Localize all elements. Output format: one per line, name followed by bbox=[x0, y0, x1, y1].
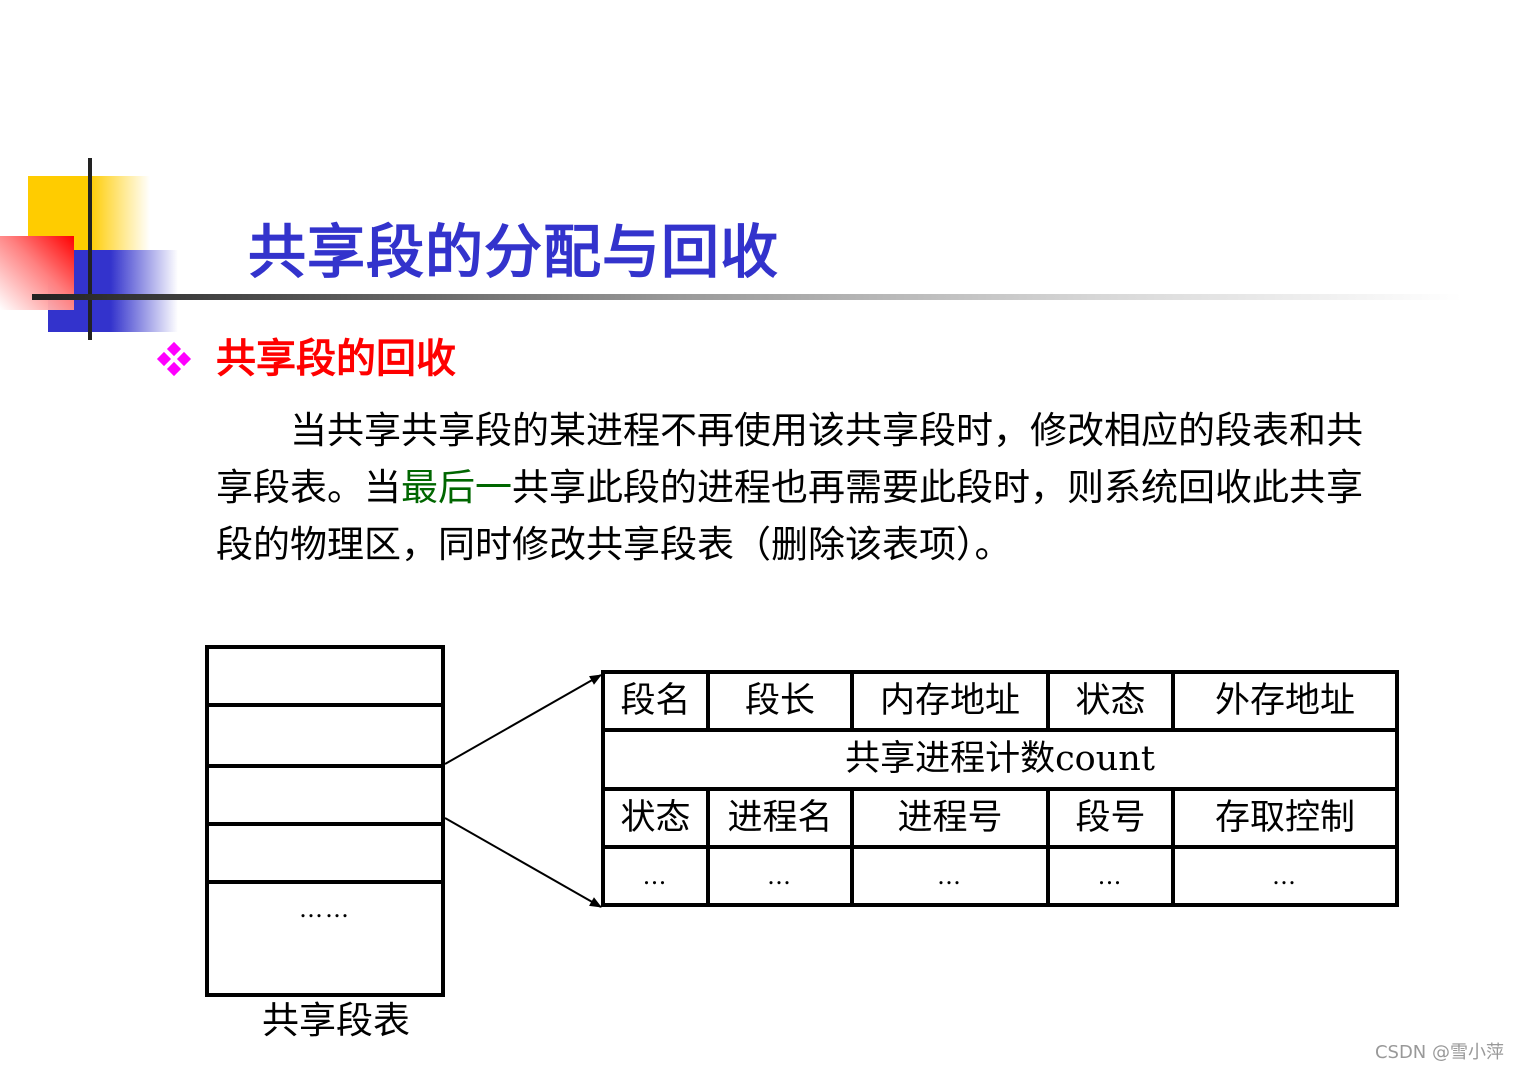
arrow-to-entry-top bbox=[444, 674, 602, 765]
entry-cell-segment-name: 段名 bbox=[601, 669, 710, 733]
entry-cell-segment-length: 段长 bbox=[706, 669, 854, 733]
entry-cell-external-address: 外存地址 bbox=[1171, 669, 1399, 733]
four-diamond-bullet-icon bbox=[156, 341, 192, 377]
entry-cell-ellipsis: … bbox=[1046, 844, 1175, 908]
entry-cell-process-id: 进程号 bbox=[850, 786, 1050, 849]
shared-segment-table-row bbox=[209, 768, 441, 826]
entry-cell-segment-number: 段号 bbox=[1046, 786, 1175, 849]
entry-cell-access-control: 存取控制 bbox=[1171, 786, 1399, 849]
shared-segment-table: …… bbox=[205, 645, 445, 997]
entry-cell-process-status: 状态 bbox=[601, 786, 710, 849]
shared-segment-table-row bbox=[209, 826, 441, 884]
entry-table-row: 状态 进程名 进程号 段号 存取控制 bbox=[601, 786, 1399, 849]
shared-segment-table-row bbox=[209, 707, 441, 768]
entry-cell-ellipsis: … bbox=[601, 844, 710, 908]
decoration-vertical-line bbox=[88, 158, 92, 340]
entry-cell-ellipsis: … bbox=[1171, 844, 1399, 908]
paragraph-highlight: 最后一 bbox=[401, 466, 512, 509]
arrow-to-entry-bottom bbox=[444, 817, 602, 908]
entry-table-row: 共享进程计数count bbox=[601, 728, 1399, 791]
title-underline-divider bbox=[32, 294, 1462, 300]
section-heading: 共享段的回收 bbox=[216, 336, 456, 382]
shared-segment-entry-table: 段名 段长 内存地址 状态 外存地址 共享进程计数count 状态 进程名 进程… bbox=[601, 669, 1399, 908]
entry-table-row: 段名 段长 内存地址 状态 外存地址 bbox=[601, 669, 1399, 733]
entry-cell-memory-address: 内存地址 bbox=[850, 669, 1050, 733]
entry-cell-share-count: 共享进程计数count bbox=[601, 728, 1399, 791]
watermark: CSDN @雪小萍 bbox=[1374, 1042, 1504, 1063]
body-paragraph: 当共享共享段的某进程不再使用该共享段时，修改相应的段表和共享段表。当最后一共享此… bbox=[216, 402, 1376, 573]
shared-segment-table-caption: 共享段表 bbox=[262, 999, 410, 1042]
entry-cell-process-name: 进程名 bbox=[706, 786, 854, 849]
paragraph-text-part2: 共享此段的进程也再需要此段时，则系统回收此共享段的物理区，同时修改共享段表（删除… bbox=[216, 466, 1363, 566]
entry-cell-status: 状态 bbox=[1046, 669, 1175, 733]
entry-table-row: … … … … … bbox=[601, 844, 1399, 908]
page-title: 共享段的分配与回收 bbox=[248, 218, 780, 286]
section-heading-row: 共享段的回收 bbox=[156, 332, 456, 386]
entry-cell-ellipsis: … bbox=[850, 844, 1050, 908]
paragraph-text-part1: 当共享共享段的某进程不再使用该共享段时，修改相应的段表和共享段表。当 bbox=[216, 409, 1363, 509]
shared-segment-table-ellipsis: …… bbox=[299, 895, 351, 923]
entry-cell-ellipsis: … bbox=[706, 844, 854, 908]
shared-segment-table-row bbox=[209, 649, 441, 707]
